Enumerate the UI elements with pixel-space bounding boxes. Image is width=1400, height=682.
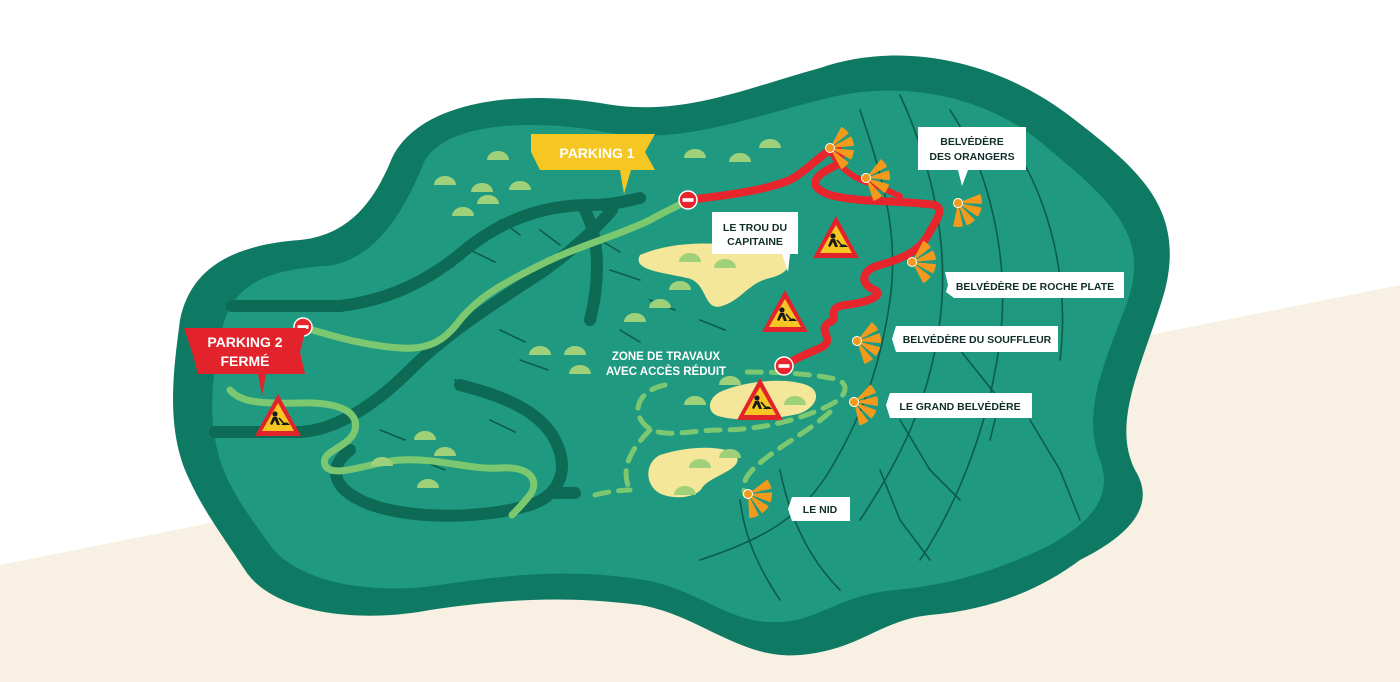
parking-2-text-line1: PARKING 2 (207, 334, 282, 350)
zone-south (648, 447, 738, 498)
dashed-path (635, 369, 848, 436)
belvedere-souffleur-text: BELVÉDÈRE DU SOUFFLEUR (903, 333, 1052, 346)
no-entry-icon-route-end (774, 356, 794, 376)
belvedere-orangers-line2: DES ORANGERS (929, 151, 1014, 163)
viewpoint-fan-icon (743, 479, 772, 518)
parking-2-label: PARKING 2 FERMÉ (184, 328, 306, 396)
viewpoint-fan-icon (907, 240, 936, 284)
belvedere-roche-plate-label: BELVÉDÈRE DE ROCHE PLATE (945, 272, 1124, 298)
zone-trou-capitaine (638, 243, 789, 307)
zone-travaux-line1: ZONE DE TRAVAUX (612, 351, 721, 363)
island-inner (212, 90, 1135, 623)
belvedere-roche-plate-text: BELVÉDÈRE DE ROCHE PLATE (956, 280, 1114, 293)
green-trail-lower (226, 386, 538, 519)
belvedere-orangers-line1: BELVÉDÈRE (940, 135, 1003, 148)
viewpoint-fan-icon (861, 159, 890, 201)
trou-capitaine-label: LE TROU DU CAPITAINE (712, 212, 798, 272)
viewpoint-fan-icon (852, 322, 881, 364)
grand-belvedere-label: LE GRAND BELVÉDÈRE (886, 393, 1032, 418)
parking-1-text: PARKING 1 (559, 145, 634, 161)
viewpoint-fan-icon (849, 384, 878, 426)
belvedere-orangers-label: BELVÉDÈRE DES ORANGERS (918, 127, 1026, 186)
trou-capitaine-line1: LE TROU DU (723, 222, 787, 234)
viewpoint-fan-icon (953, 194, 982, 228)
le-nid-label: LE NID (788, 497, 850, 521)
belvedere-souffleur-label: BELVÉDÈRE DU SOUFFLEUR (892, 326, 1058, 352)
le-nid-text: LE NID (803, 504, 838, 516)
dashed-path-2 (592, 409, 833, 498)
no-entry-icon-route-start (678, 190, 698, 210)
parking-2-text-line2: FERMÉ (221, 353, 270, 369)
zone-travaux-line2: AVEC ACCÈS RÉDUIT (606, 365, 726, 378)
viewpoint-fan-icon (825, 126, 854, 170)
parking-1-label: PARKING 1 (531, 134, 655, 194)
green-trail (298, 196, 692, 352)
viewpoint-fans (743, 126, 982, 518)
trou-capitaine-line2: CAPITAINE (727, 236, 783, 248)
grand-belvedere-text: LE GRAND BELVÉDÈRE (899, 400, 1020, 413)
red-route (684, 144, 944, 372)
